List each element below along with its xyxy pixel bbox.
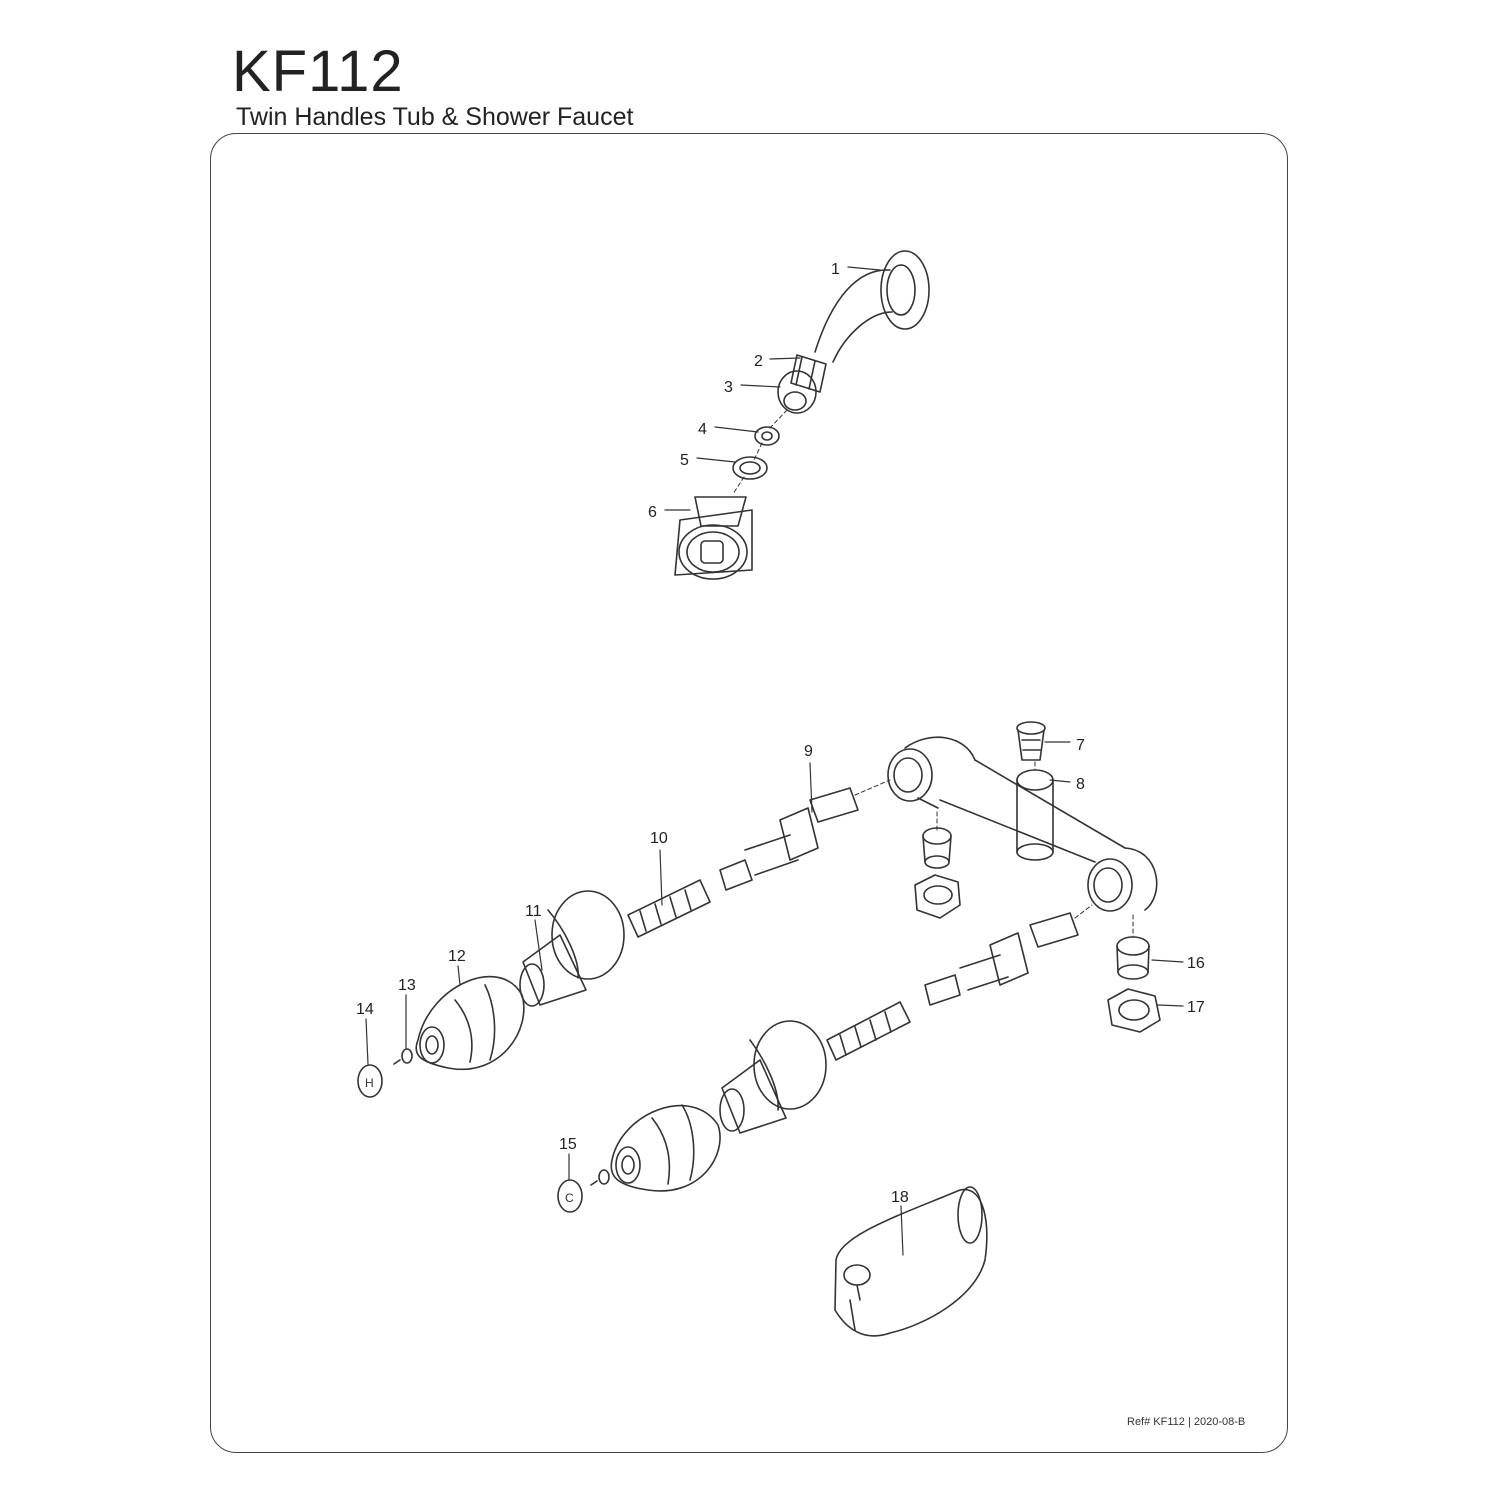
index-cap-hot: H xyxy=(357,1064,383,1098)
cap-mark-cold: C xyxy=(565,1191,574,1205)
product-subtitle: Twin Handles Tub & Shower Faucet xyxy=(236,103,634,131)
shower-arm-nut xyxy=(790,354,827,393)
supply-adapter-left xyxy=(922,827,952,869)
callout-17: 17 xyxy=(1187,999,1205,1016)
tee-outlet xyxy=(1016,769,1054,861)
callout-4: 4 xyxy=(698,421,707,438)
ball-joint xyxy=(777,370,817,414)
handle-cold xyxy=(610,1104,721,1192)
supply-nut-right xyxy=(1107,988,1161,1033)
callout-13: 13 xyxy=(398,977,416,994)
callout-3: 3 xyxy=(724,379,733,396)
callout-10: 10 xyxy=(650,830,668,847)
valve-body xyxy=(887,736,1158,912)
callout-6: 6 xyxy=(648,504,657,521)
callout-2: 2 xyxy=(754,353,763,370)
callout-16: 16 xyxy=(1187,955,1205,972)
bleeder-screw xyxy=(1016,721,1046,761)
callout-15: 15 xyxy=(559,1136,577,1153)
shower-arm-flange xyxy=(880,250,930,330)
shower-axis xyxy=(732,409,788,495)
escutcheon-lower xyxy=(719,1020,827,1134)
sleeve-upper xyxy=(627,879,711,938)
cap-mark-hot: H xyxy=(365,1076,374,1090)
reference-code: Ref# KF112 | 2020-08-B xyxy=(1127,1416,1246,1428)
index-cap-cold: C xyxy=(557,1179,583,1213)
stem-upper xyxy=(719,787,859,891)
supply-adapter-right xyxy=(1116,936,1150,980)
escutcheon-upper xyxy=(519,890,625,1007)
callout-12: 12 xyxy=(448,948,466,965)
assembly-axes xyxy=(854,761,1134,938)
shower-head xyxy=(674,496,753,580)
washer xyxy=(754,426,780,446)
diagram-frame xyxy=(210,133,1288,1453)
callout-1: 1 xyxy=(831,261,840,278)
callout-5: 5 xyxy=(680,452,689,469)
callout-8: 8 xyxy=(1076,776,1085,793)
callout-7: 7 xyxy=(1076,737,1085,754)
callout-numbers: 1 2 3 4 5 6 7 8 9 10 11 12 13 14 15 16 1… xyxy=(356,261,1205,1206)
tub-spout xyxy=(834,1186,988,1337)
callout-14: 14 xyxy=(356,1001,374,1018)
shower-arm xyxy=(814,269,893,363)
stem-lower xyxy=(924,912,1079,1006)
callout-11: 11 xyxy=(525,903,542,920)
model-number: KF112 xyxy=(232,39,404,104)
diverter-knob xyxy=(843,1264,871,1301)
o-ring xyxy=(732,456,768,480)
screw-hot xyxy=(393,1048,413,1065)
callout-18: 18 xyxy=(891,1189,909,1206)
screw-cold xyxy=(590,1169,610,1186)
supply-nut-left xyxy=(914,874,961,919)
sleeve-lower xyxy=(826,1001,911,1061)
handle-hot xyxy=(415,976,525,1071)
callout-9: 9 xyxy=(804,743,813,760)
callout-leaders xyxy=(365,266,1184,1256)
